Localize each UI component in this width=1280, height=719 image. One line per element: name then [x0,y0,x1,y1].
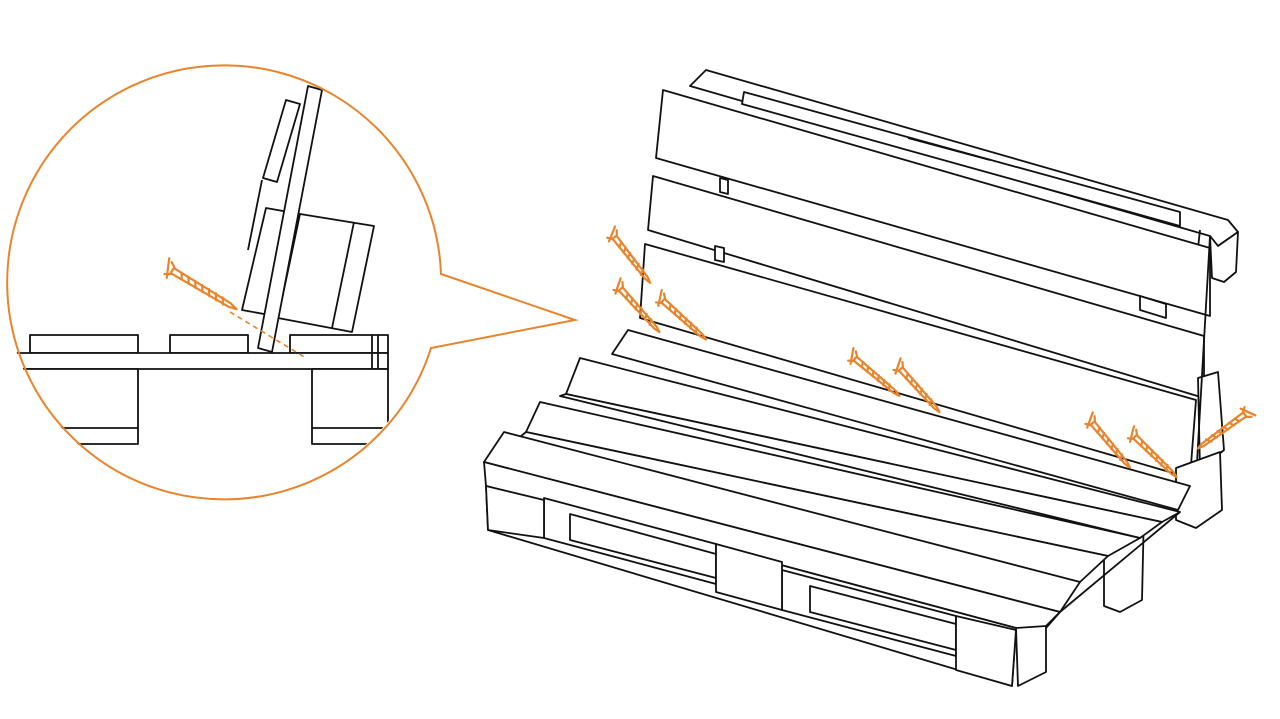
screw-icon [892,357,941,414]
screw-icon [612,277,661,334]
detail-backrest [241,85,375,353]
detail-screw-icon [163,257,238,311]
screw-icon [847,346,901,397]
screw-icon [606,225,652,284]
pallet-sofa [483,69,1257,687]
screw-icon [654,289,708,341]
screw-icon [1084,411,1131,469]
detail-closeup [9,85,389,445]
detail-top-board-2 [169,334,249,354]
detail-top-board-1 [29,334,139,354]
backrest-pallet [639,69,1239,481]
screws [606,225,1257,479]
callout-outline [6,64,579,501]
seat-slat-1 [611,329,1191,511]
detail-callout [6,64,579,501]
detail-top-board-3 [289,334,389,354]
screw-path-dashed [229,311,307,359]
screw-icon [1196,406,1257,450]
seat-pallet [483,329,1223,687]
back-slat-1 [655,89,1211,317]
screw-icon [1126,425,1178,479]
detail-block-right [311,368,389,445]
detail-block-left [9,368,139,445]
detail-stringer [9,352,389,370]
